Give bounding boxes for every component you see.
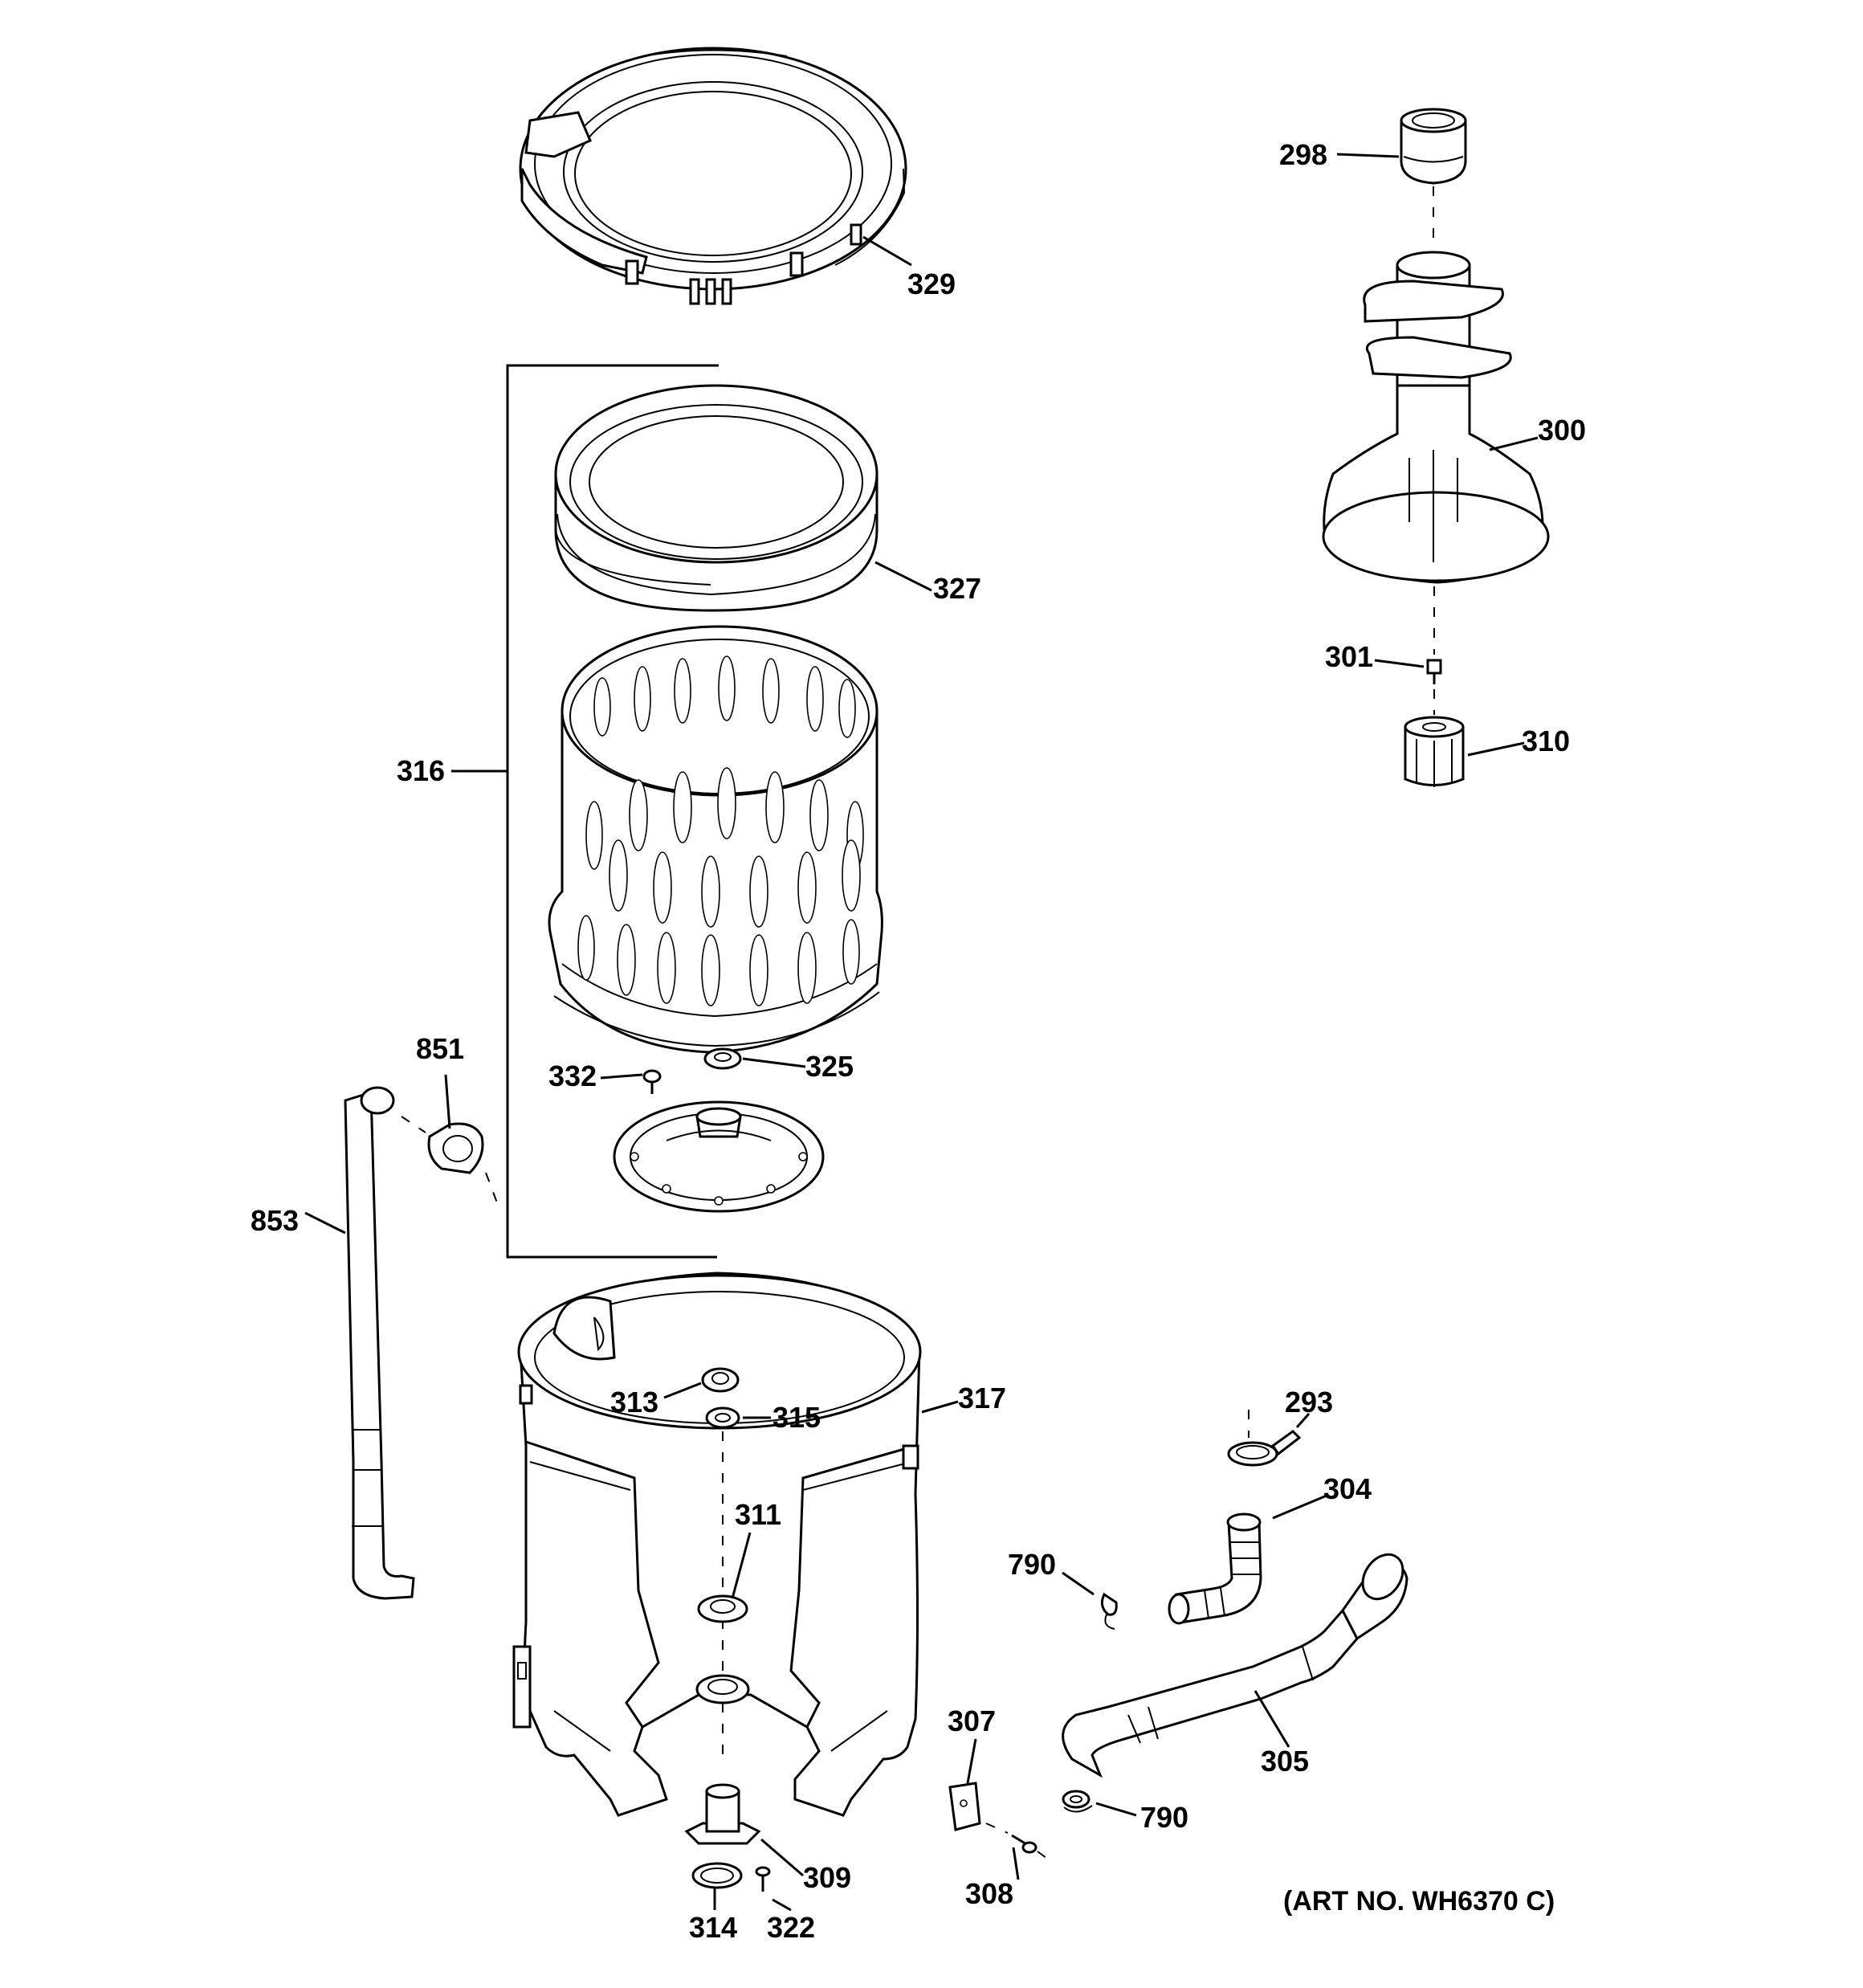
axis-307-308 [985, 1823, 1009, 1834]
callout-327: 327 [933, 572, 981, 605]
callout-293: 293 [1285, 1386, 1333, 1419]
leader-853 [304, 1211, 346, 1235]
leader-327 [874, 561, 932, 592]
leader-790b [1095, 1802, 1137, 1817]
part-325-nut [703, 1047, 742, 1070]
leader-305 [1254, 1690, 1290, 1748]
callout-298: 298 [1279, 138, 1327, 171]
leader-298 [1336, 153, 1400, 158]
leader-309 [760, 1838, 804, 1877]
callout-325: 325 [805, 1050, 854, 1083]
part-790-clip-lower [1062, 1790, 1093, 1813]
part-300-agitator [1322, 251, 1550, 584]
callout-316: 316 [397, 754, 445, 787]
callout-310: 310 [1522, 725, 1570, 757]
callout-322: 322 [767, 1911, 815, 1944]
leader-317 [921, 1400, 959, 1414]
part-851-fitting [427, 1122, 484, 1174]
leader-310 [1467, 741, 1525, 757]
callout-309: 309 [803, 1861, 851, 1894]
leader-300 [1489, 436, 1539, 451]
part-313-seal [701, 1367, 740, 1393]
part-327-balance-ring [554, 384, 879, 612]
part-309-bracket [684, 1783, 761, 1845]
leader-313 [663, 1382, 702, 1399]
callout-300: 300 [1538, 414, 1586, 447]
leader-293 [1295, 1413, 1311, 1428]
part-329-tub-cover [519, 47, 907, 305]
callout-305: 305 [1261, 1745, 1309, 1778]
axis-308-end [1037, 1851, 1053, 1863]
part-basket-hub [613, 1100, 825, 1213]
part-311-bearing [697, 1594, 748, 1623]
callout-304: 304 [1323, 1472, 1372, 1505]
part-298-agitator-cap [1400, 108, 1467, 185]
part-316-spin-basket [548, 625, 883, 1054]
part-304-hose-elbow [1168, 1512, 1262, 1625]
part-315-washer [705, 1406, 740, 1429]
leader-304 [1272, 1494, 1327, 1520]
callout-317: 317 [958, 1382, 1006, 1414]
axis-851-853 [401, 1116, 426, 1133]
part-332-screw [642, 1069, 662, 1094]
callout-315: 315 [773, 1401, 821, 1434]
callout-332: 332 [548, 1059, 597, 1092]
callout-301: 301 [1325, 640, 1373, 673]
basket-slots [577, 655, 864, 1006]
part-308-screw [1011, 1834, 1037, 1854]
leader-308 [1012, 1847, 1020, 1880]
leader-790a [1062, 1571, 1095, 1596]
callout-308: 308 [965, 1877, 1013, 1910]
callout-790b: 790 [1140, 1801, 1188, 1834]
leader-301 [1374, 659, 1425, 668]
part-307-bracket [948, 1782, 981, 1831]
callout-307: 307 [948, 1704, 996, 1737]
part-301-bolt [1426, 659, 1442, 684]
bracket-316 [506, 364, 719, 1259]
callout-313: 313 [610, 1386, 658, 1419]
leader-851 [444, 1074, 451, 1129]
part-310-coupler [1404, 716, 1465, 787]
part-322-screw [755, 1866, 771, 1892]
part-853-pressure-hose [344, 1086, 415, 1600]
callout-329: 329 [907, 267, 956, 300]
part-314-gasket [691, 1862, 743, 1889]
part-tub-bottom-hub [695, 1674, 750, 1704]
art-number: (ART NO. WH6370 C) [1283, 1886, 1555, 1917]
callout-851: 851 [416, 1032, 464, 1065]
leader-322 [772, 1898, 792, 1912]
callout-311: 311 [735, 1498, 781, 1531]
part-317-outer-tub [512, 1272, 922, 1817]
leader-329 [862, 235, 912, 267]
leader-325 [742, 1057, 806, 1068]
part-790-clip-upper [1100, 1592, 1118, 1630]
leader-332 [600, 1073, 643, 1080]
axis-851-tub [485, 1172, 499, 1206]
part-305-drain-hose [1062, 1553, 1408, 1778]
callout-853: 853 [251, 1204, 299, 1237]
callout-314: 314 [689, 1911, 737, 1944]
leader-311 [731, 1532, 752, 1599]
part-293-clamp [1227, 1430, 1302, 1467]
leader-307 [966, 1738, 977, 1784]
callout-790a: 790 [1008, 1548, 1056, 1581]
